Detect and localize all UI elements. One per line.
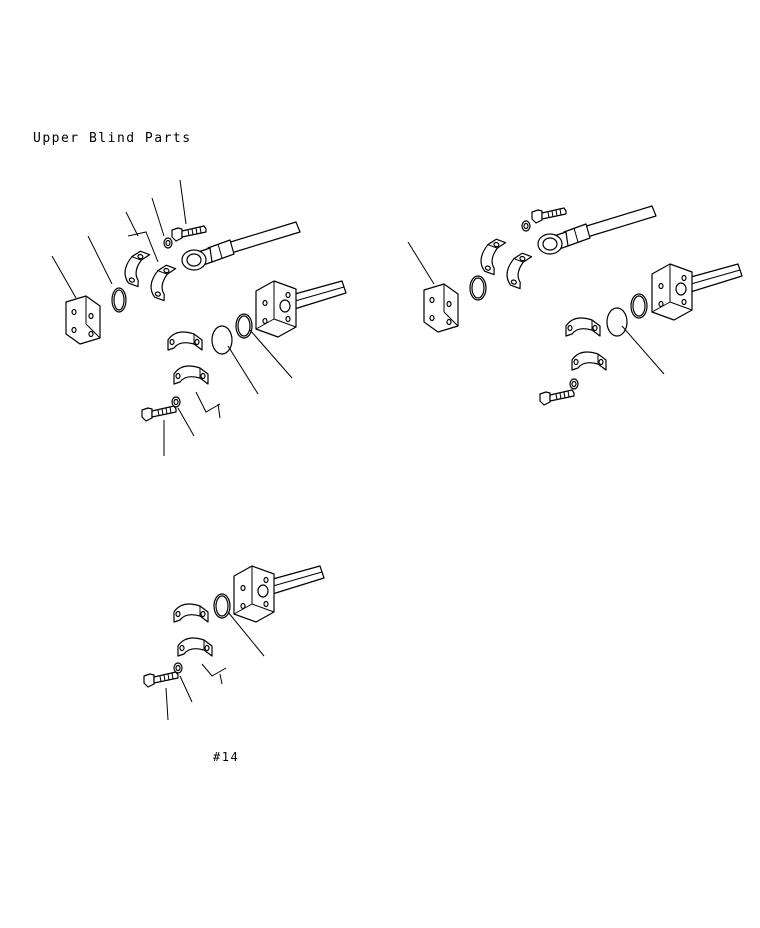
washer	[163, 237, 173, 249]
split-flange-half	[167, 331, 203, 351]
split-flange-half	[502, 249, 533, 290]
pipe-flange	[651, 263, 743, 321]
washer	[521, 220, 531, 232]
assembly-top-right	[408, 205, 743, 406]
figure-number: #14	[213, 750, 240, 764]
bolt	[143, 671, 179, 688]
washer	[173, 662, 183, 674]
split-flange-half	[476, 235, 507, 276]
assembly-bottom	[143, 565, 325, 720]
split-flange-half	[571, 351, 607, 371]
blind-flange	[423, 283, 459, 333]
blind-plug	[212, 326, 232, 354]
split-flange-half	[120, 247, 151, 288]
washer	[569, 378, 579, 390]
bolt	[531, 207, 567, 224]
pipe-flange	[255, 280, 347, 338]
split-flange-half	[146, 261, 177, 302]
bolt	[141, 405, 177, 422]
assembly-top-left	[52, 180, 347, 456]
split-flange-half	[173, 603, 209, 623]
blind-plug	[607, 308, 627, 336]
bolt	[539, 389, 575, 406]
bolt	[171, 225, 207, 242]
split-flange-half	[565, 317, 601, 337]
blind-flange	[65, 295, 101, 345]
split-flange-half	[173, 365, 209, 385]
diagram-title: Upper Blind Parts	[33, 131, 192, 146]
washer	[171, 396, 181, 408]
split-flange-half	[177, 637, 213, 657]
pipe-flange	[233, 565, 325, 623]
